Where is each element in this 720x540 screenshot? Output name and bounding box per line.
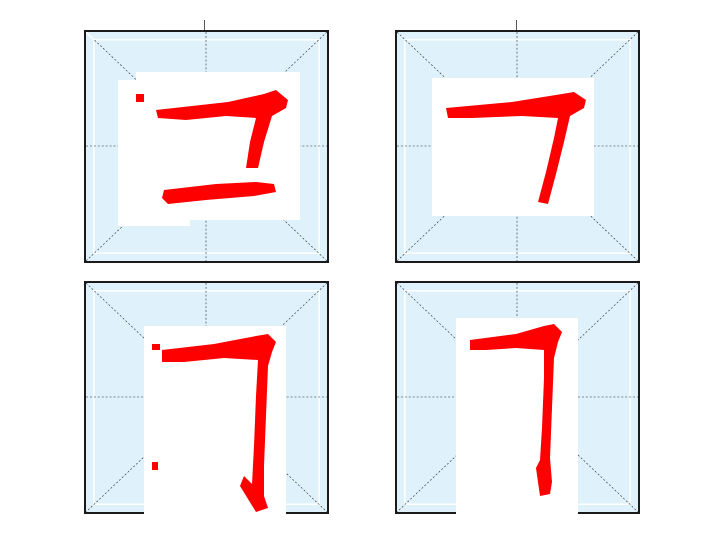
character-card-3	[144, 326, 286, 522]
grid-tick-mark	[204, 20, 205, 30]
character-card-1b	[136, 72, 300, 220]
stroke-heng-zhe-gou-icon	[470, 324, 562, 496]
stroke-heng-zhe-heng-icon	[136, 90, 288, 204]
stroke-heng-pie-icon	[446, 92, 586, 204]
grid-tick-mark	[516, 20, 517, 30]
character-card-2	[432, 78, 594, 216]
character-card-4	[456, 318, 578, 522]
stroke-heng-zhe-gou-icon	[152, 334, 276, 512]
